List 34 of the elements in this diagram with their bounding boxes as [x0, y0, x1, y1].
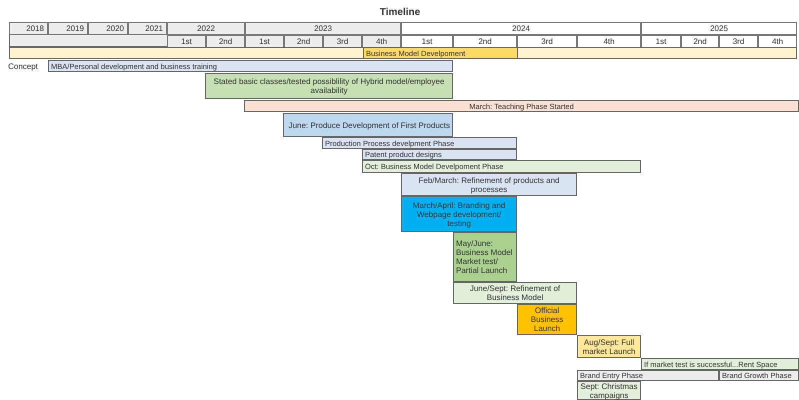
quarter-header: 2nd	[453, 35, 517, 48]
chart-title: Timeline	[378, 6, 422, 20]
year-header: 2023	[245, 22, 401, 34]
quarter-header: 1st	[167, 35, 206, 48]
timeline-bar: Sept: Christmas campaigns	[577, 381, 641, 400]
year-header: 2022	[167, 22, 245, 34]
quarter-header: 1st	[245, 35, 284, 48]
timeline-band	[9, 47, 797, 59]
quarter-header: 2nd	[681, 35, 719, 48]
timeline-bar: June: Produce Development of First Products	[283, 113, 453, 137]
year-header: 2020	[88, 22, 128, 34]
phase-label: Concept	[7, 60, 39, 72]
quarter-header: 2nd	[284, 35, 323, 48]
year-header: 2018	[9, 22, 48, 34]
quarter-header: 1st	[401, 35, 453, 48]
quarter-header: 4th	[577, 35, 641, 48]
timeline-bar: Aug/Sept: Full market Launch	[577, 335, 641, 358]
timeline-bar: Official Business Launch	[517, 304, 577, 335]
quarter-header: 4th	[362, 35, 401, 48]
quarter-header: 3rd	[323, 35, 362, 48]
year-header: 2019	[48, 22, 88, 34]
year-header: 2021	[128, 22, 167, 34]
timeline-bar: March/April: Branding and Webpage development/ testing	[401, 196, 517, 232]
timeline-bar: May/June: Business Model Market test/ Partial Launch	[453, 232, 517, 282]
quarter-header: 1st	[641, 35, 681, 48]
year-header: 2024	[401, 22, 641, 34]
timeline-bar: Feb/March: Refinement of products and processes	[401, 173, 577, 196]
timeline-bar: June/Sept: Refinement of Business Model	[453, 282, 577, 304]
timeline-bar: Stated basic classes/tested possiblility of Hybrid model/employee availability	[205, 73, 453, 99]
quarter-header: 3rd	[719, 35, 758, 48]
quarter-header: 3rd	[517, 35, 577, 48]
quarter-header: 2nd	[206, 35, 245, 48]
year-header: 2025	[641, 22, 797, 34]
quarter-header: 4th	[758, 35, 797, 48]
